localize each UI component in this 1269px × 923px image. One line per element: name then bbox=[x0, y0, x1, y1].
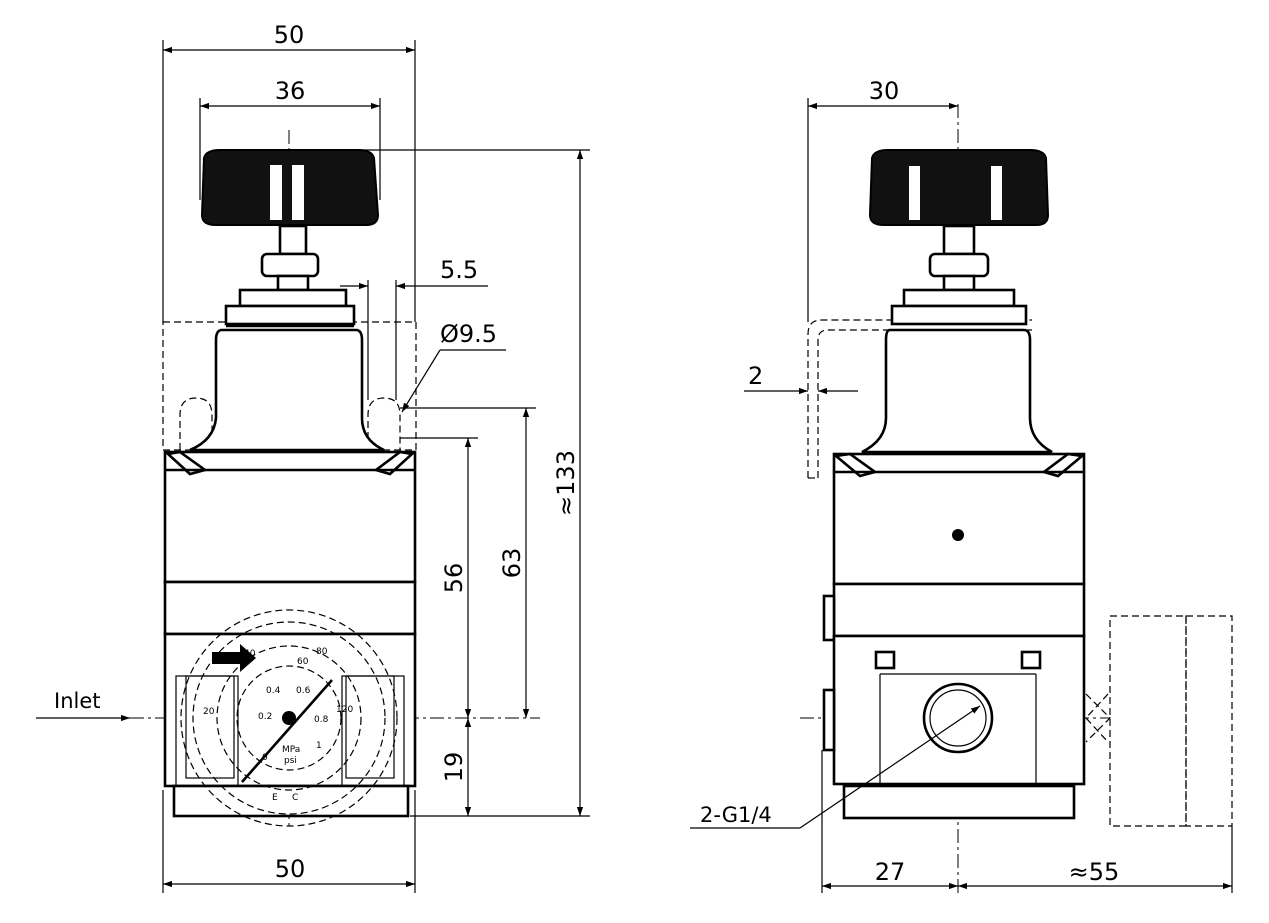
gauge-label-e: E bbox=[272, 793, 278, 803]
adjustment-knob bbox=[200, 149, 380, 226]
gauge-label-0-8: 0.8 bbox=[314, 715, 329, 725]
gauge-psi-40: 40 bbox=[244, 649, 256, 659]
gauge-label-c: C bbox=[292, 793, 298, 803]
dim-height-63-label: 63 bbox=[498, 548, 526, 579]
gauge-label-0-6: 0.6 bbox=[296, 686, 311, 696]
gauge-psi-80: 80 bbox=[316, 647, 328, 657]
side-dim-right-width-label: ≈55 bbox=[1069, 858, 1120, 886]
gauge-unit-psi: psi bbox=[284, 756, 297, 766]
dim-overall-height-label: ≈133 bbox=[552, 450, 580, 516]
gauge-psi-20: 20 bbox=[203, 707, 215, 717]
gauge-label-0-2: 0.2 bbox=[258, 712, 272, 722]
inlet-label: Inlet bbox=[54, 689, 101, 713]
side-dim-wall-label: 2 bbox=[748, 362, 763, 390]
dim-gap-label: 5.5 bbox=[440, 256, 478, 284]
side-dim-left-width-label: 27 bbox=[875, 858, 906, 886]
dim-top-width-label: 50 bbox=[274, 21, 305, 49]
dim-knob-width-label: 36 bbox=[275, 77, 306, 105]
side-view: 30 2 2-G1/4 27 ≈55 bbox=[690, 77, 1233, 895]
dim-bottom-width-label: 50 bbox=[275, 855, 306, 883]
side-dim-top-width-label: 30 bbox=[869, 77, 900, 105]
gauge-unit-mpa: MPa bbox=[282, 745, 300, 755]
pressure-gauge: 0.2 0.4 0.6 0.8 1 0 MPa psi E C 20 40 60… bbox=[180, 609, 398, 827]
gauge-psi-120: 120 bbox=[336, 705, 353, 715]
dim-height-19-label: 19 bbox=[440, 752, 468, 783]
dim-diameter-label: Ø9.5 bbox=[440, 320, 497, 348]
gauge-label-0-4: 0.4 bbox=[266, 686, 281, 696]
dim-height-56-label: 56 bbox=[440, 563, 468, 594]
gauge-label-0: 0 bbox=[262, 753, 268, 763]
gauge-label-1: 1 bbox=[316, 741, 322, 751]
front-view: 0.2 0.4 0.6 0.8 1 0 MPa psi E C 20 40 60… bbox=[36, 21, 590, 893]
side-adjustment-knob bbox=[868, 149, 1050, 226]
gauge-psi-60: 60 bbox=[297, 657, 309, 667]
port-label: 2-G1/4 bbox=[700, 803, 772, 827]
